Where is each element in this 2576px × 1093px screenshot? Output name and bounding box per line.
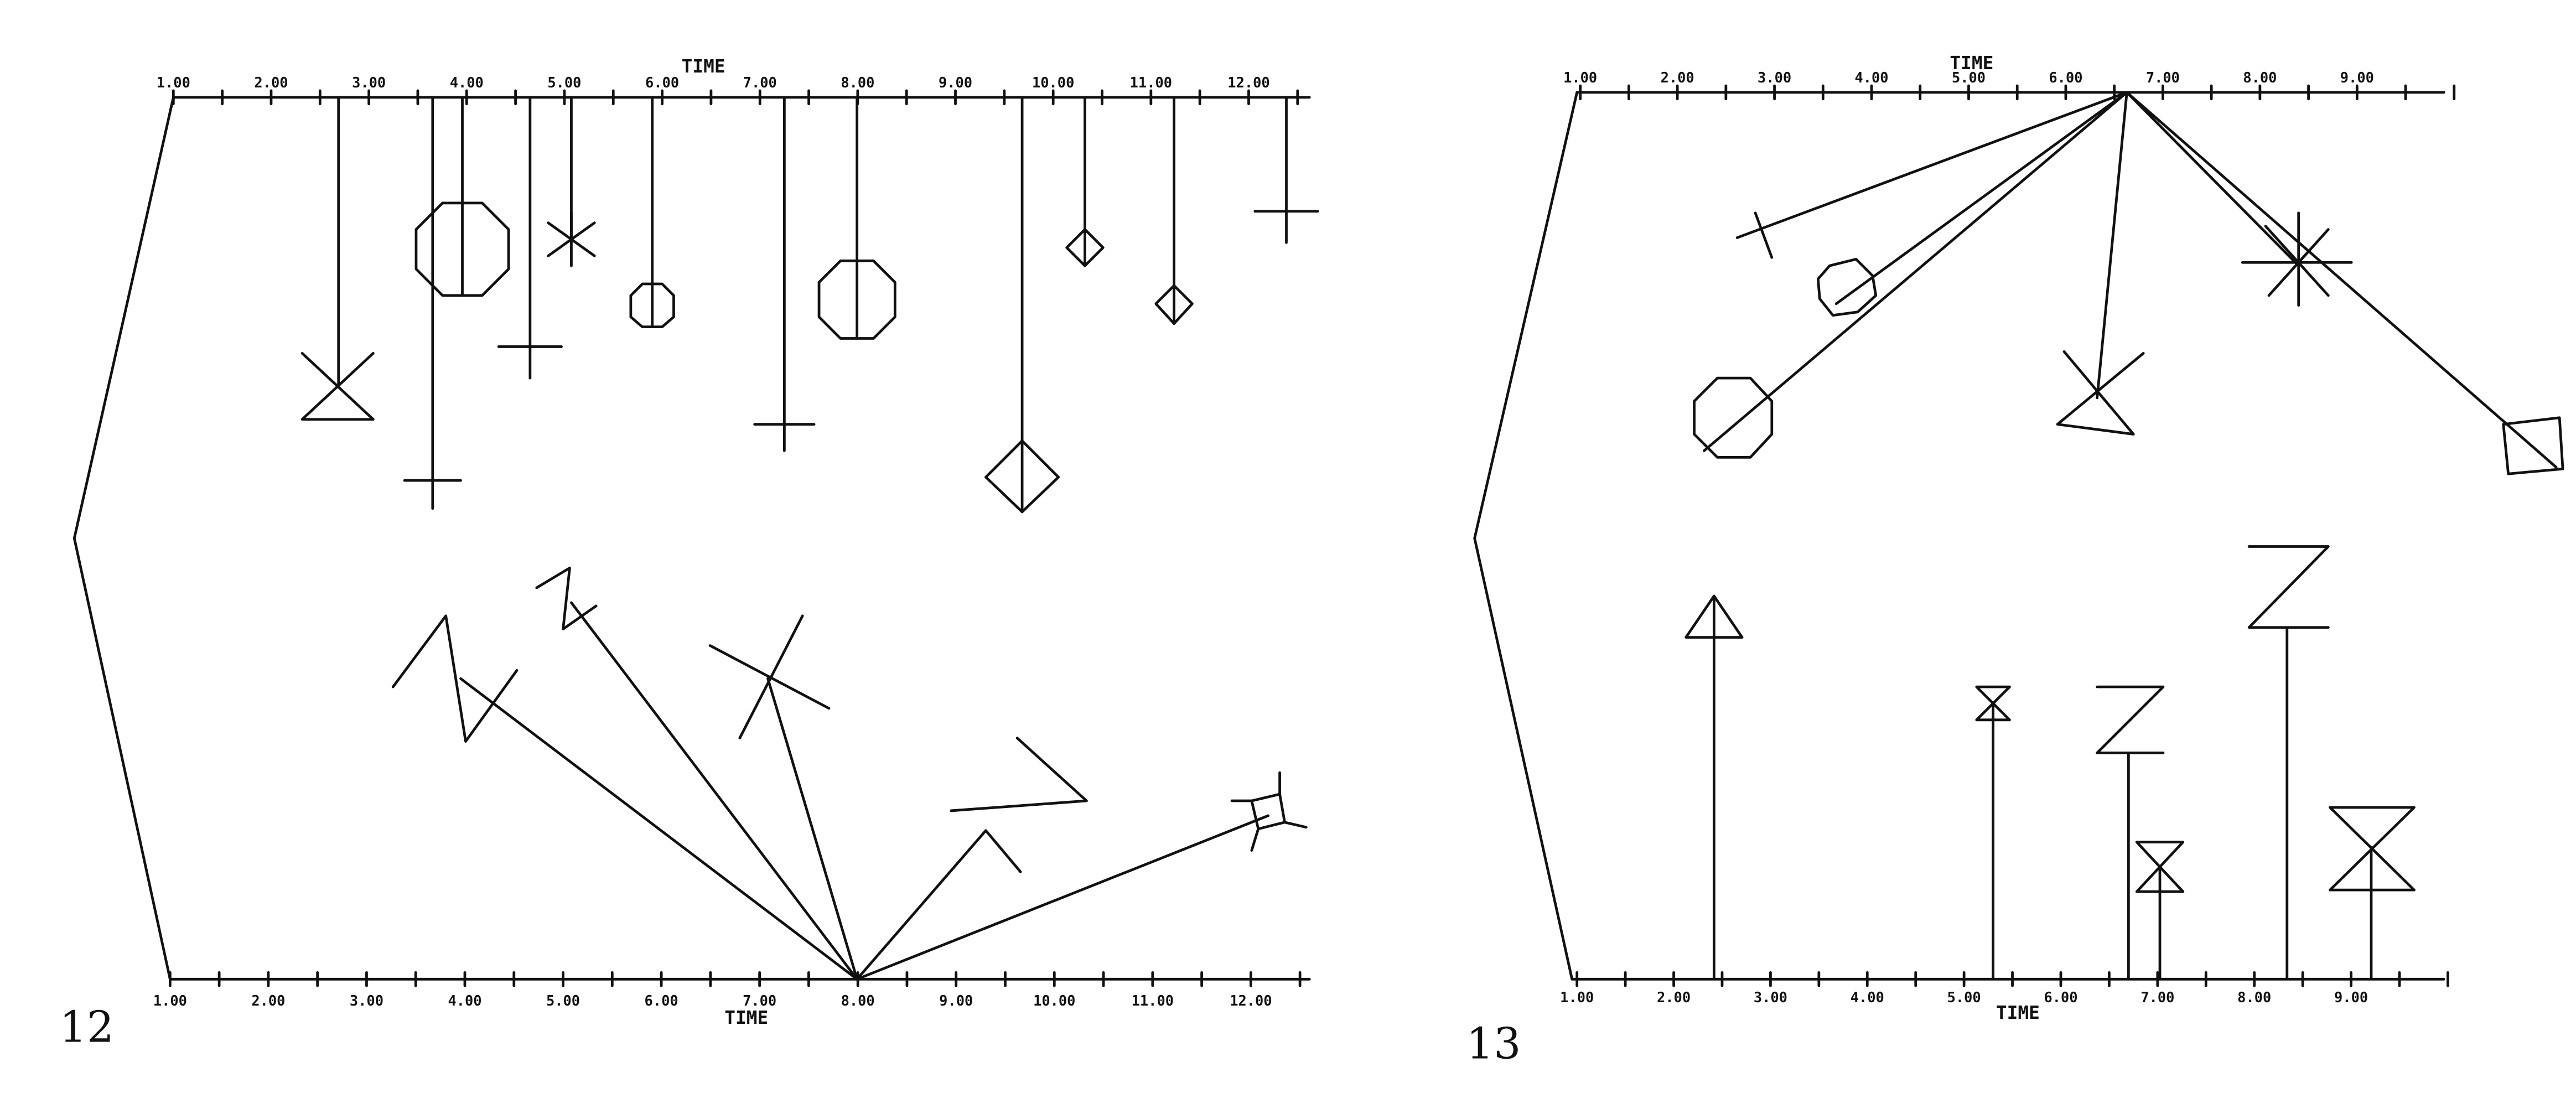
tick-label: 4.00	[1854, 69, 1888, 86]
tick-label: 7.00	[2146, 69, 2180, 86]
figure-13: 1.00 2.00 3.00 4.00 5.00 6.00 7.00 8.00 9.00 1.0…	[1466, 53, 2564, 1069]
tick-label: 9.00	[939, 74, 972, 91]
zigzag-glyph	[950, 737, 1088, 873]
tick-label: 7.00	[2140, 989, 2174, 1006]
hourglass-glyph	[2056, 350, 2145, 436]
octagon-glyph	[817, 259, 896, 340]
fig12-top-ticks: 1.00 2.00 3.00 4.00 5.00 6.00 7.00 8.00 9.00 10.0…	[157, 74, 1299, 106]
fig13-top-glyphs	[1693, 91, 2564, 475]
tick-label: 2.00	[254, 74, 288, 91]
ray	[2125, 91, 2300, 267]
diamond-glyph	[1154, 284, 1194, 325]
ray	[1834, 91, 2128, 305]
tick-label: 5.00	[1947, 989, 1981, 1006]
ray	[1703, 91, 2128, 452]
z-glyph	[2247, 545, 2330, 629]
tick-label: 7.00	[743, 992, 776, 1009]
tick-label: 6.00	[2044, 989, 2077, 1006]
tick-label: 9.00	[2340, 69, 2374, 86]
ray	[856, 814, 1270, 981]
tick-label: 3.00	[1754, 989, 1787, 1006]
figure-12: 1.00 2.00 3.00 4.00 5.00 6.00 7.00 8.00 9.00 10.0…	[59, 56, 1319, 1053]
fig13-bottom-ticks: 1.00 2.00 3.00 4.00 5.00 6.00 7.00 8.00 9.00	[1560, 971, 2449, 1006]
fig13-left-boundary	[1473, 91, 1579, 981]
tick-label: 6.00	[645, 74, 679, 91]
fig13-bottom-glyphs	[1684, 545, 2416, 981]
asterisk-glyph	[547, 211, 596, 267]
octagon-glyph	[1693, 376, 1774, 459]
hourglass-glyph	[1975, 685, 2011, 722]
octagon-glyph	[629, 282, 675, 329]
square-glyph	[1230, 771, 1308, 852]
zigzag-glyph	[391, 614, 519, 743]
tick-label: 2.00	[251, 992, 285, 1009]
square-glyph	[2502, 416, 2564, 475]
tick-label: 6.00	[645, 992, 678, 1009]
fig12-bottom-axis-label: TIME	[724, 1007, 768, 1028]
tick-label: 5.00	[546, 992, 580, 1009]
ray	[1735, 91, 2128, 239]
hourglass-glyph	[2135, 841, 2185, 893]
asterisk-glyph	[2241, 211, 2353, 307]
cross-glyph	[1754, 211, 1774, 259]
tick-label: 10.00	[1033, 992, 1075, 1009]
triangle-glyph	[1684, 594, 1744, 639]
tick-label: 5.00	[1952, 69, 1986, 86]
tick-label: 4.00	[450, 74, 484, 91]
fig13-number: 13	[1466, 1019, 1521, 1069]
diamond-glyph	[984, 439, 1060, 514]
ray	[459, 677, 859, 981]
tick-label: 1.00	[153, 992, 187, 1009]
fig12-bottom-ticks: 1.00 2.00 3.00 4.00 5.00 6.00 7.00 8.00 9.00 10.0…	[153, 971, 1302, 1009]
tick-label: 8.00	[2237, 989, 2271, 1006]
fig13-top-axis-label: TIME	[1950, 53, 1993, 74]
ray	[766, 677, 859, 981]
tick-label: 11.00	[1132, 992, 1174, 1009]
tick-label: 12.00	[1227, 74, 1269, 91]
z-glyph	[2096, 685, 2165, 754]
fig12-top-axis-label: TIME	[682, 56, 725, 77]
zigzag-glyph	[535, 566, 598, 631]
ray	[2125, 91, 2558, 469]
hourglass-glyph	[300, 351, 375, 421]
tick-label: 2.00	[1657, 989, 1691, 1006]
fig12-number: 12	[59, 1003, 114, 1053]
fig13-top-ticks: 1.00 2.00 3.00 4.00 5.00 6.00 7.00 8.00 9.00	[1563, 69, 2456, 101]
hourglass-glyph	[2329, 806, 2416, 892]
tick-label: 11.00	[1130, 74, 1172, 91]
fig12-top-glyphs	[300, 96, 1319, 514]
fig13-bottom-axis-label: TIME	[1996, 1002, 2040, 1023]
tick-label: 12.00	[1230, 992, 1272, 1009]
cross-glyph	[708, 614, 831, 740]
ray	[856, 829, 987, 981]
tick-label: 10.00	[1032, 74, 1074, 91]
ray	[570, 601, 859, 981]
octagon-glyph	[1816, 257, 1878, 317]
tick-label: 8.00	[841, 74, 874, 91]
tick-label: 8.00	[841, 992, 875, 1009]
tick-label: 1.00	[1563, 69, 1597, 86]
fig12-bottom-glyphs	[391, 566, 1308, 981]
tick-label: 4.00	[448, 992, 481, 1009]
tick-label: 9.00	[2334, 989, 2368, 1006]
tick-label: 7.00	[743, 74, 777, 91]
tick-label: 1.00	[157, 74, 190, 91]
tick-label: 5.00	[547, 74, 581, 91]
tick-label: 2.00	[1661, 69, 1694, 86]
ray	[2096, 91, 2128, 400]
tick-label: 3.00	[350, 992, 383, 1009]
tick-label: 9.00	[939, 992, 973, 1009]
tick-label: 4.00	[1851, 989, 1884, 1006]
tick-label: 3.00	[1758, 69, 1791, 86]
octagon-glyph	[414, 201, 510, 297]
fig12-left-boundary	[72, 96, 175, 981]
tick-label: 3.00	[352, 74, 386, 91]
tick-label: 1.00	[1560, 989, 1594, 1006]
tick-label: 8.00	[2243, 69, 2277, 86]
tick-label: 6.00	[2049, 69, 2082, 86]
diamond-glyph	[1065, 228, 1105, 267]
